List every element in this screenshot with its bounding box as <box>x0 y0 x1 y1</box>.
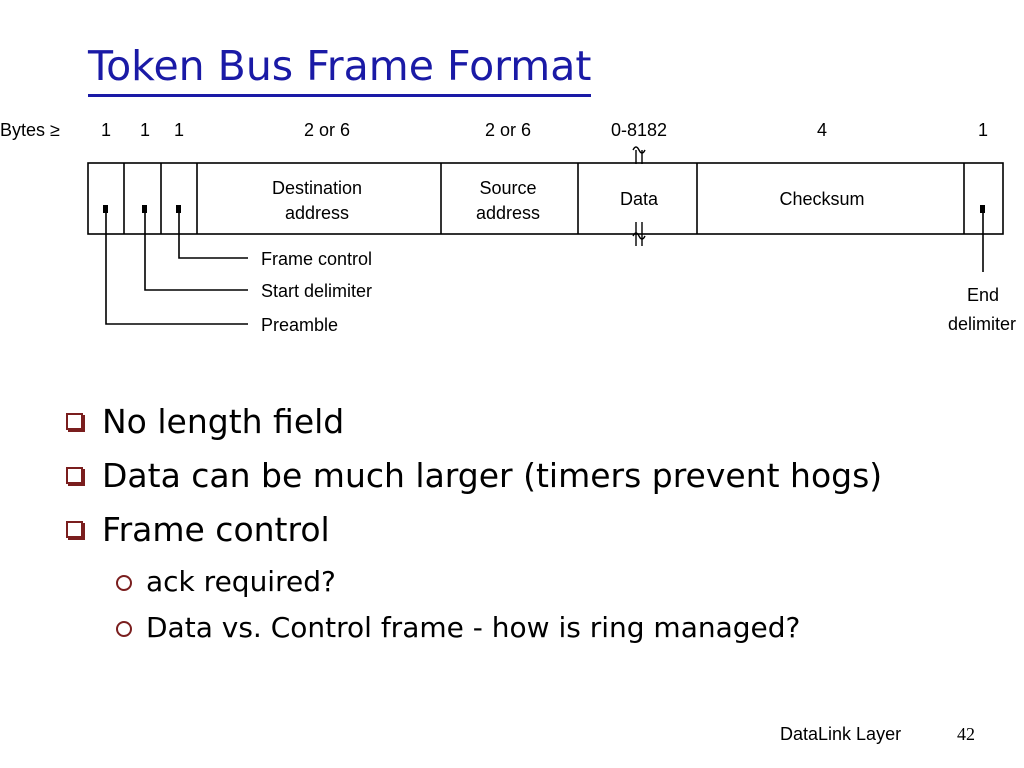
bytes-label: Bytes ≥ <box>0 120 60 140</box>
callout-frame-control: Frame control <box>261 249 372 269</box>
bullet-item: Frame control <box>62 508 962 552</box>
circle-bullet-icon <box>116 575 132 591</box>
frame-control-callout-line <box>178 213 248 259</box>
byte-count-preamble: 1 <box>101 120 111 140</box>
byte-count-end-delimiter: 1 <box>978 120 988 140</box>
preamble-marker <box>103 205 108 213</box>
frame-format-svg: Bytes ≥ 1 1 1 2 or 6 2 or 6 0-8182 4 1 D… <box>0 120 1016 335</box>
square-bullet-icon <box>66 521 83 538</box>
page-number: 42 <box>957 724 975 744</box>
bullet-item: No length field <box>62 400 962 444</box>
bullet-text: No length field <box>102 402 345 441</box>
sub-bullet-text: ack required? <box>146 565 336 598</box>
break-mark-bottom <box>632 232 646 240</box>
field-source-line1: Source <box>479 178 536 198</box>
byte-count-frame-control: 1 <box>174 120 184 140</box>
field-data: Data <box>620 189 659 209</box>
byte-count-source: 2 or 6 <box>485 120 531 140</box>
break-mark-top-lines <box>635 150 643 164</box>
slide-title: Token Bus Frame Format <box>88 38 592 97</box>
start-delimiter-marker <box>142 205 147 213</box>
byte-count-checksum: 4 <box>817 120 827 140</box>
break-mark-bottom-lines <box>635 222 643 246</box>
callout-preamble: Preamble <box>261 315 338 335</box>
byte-count-destination: 2 or 6 <box>304 120 350 140</box>
callout-end-delimiter-line2: delimiter <box>948 314 1016 334</box>
end-delimiter-marker <box>980 205 985 213</box>
sub-bullet-item: Data vs. Control frame - how is ring man… <box>62 608 962 648</box>
bullet-text: Data can be much larger (timers prevent … <box>102 456 883 495</box>
bullet-text: Frame control <box>102 510 330 549</box>
callout-end-delimiter-line1: End <box>967 285 999 305</box>
footer-label: DataLink Layer <box>780 724 902 744</box>
frame-outline <box>87 162 1004 235</box>
callout-start-delimiter: Start delimiter <box>261 281 372 301</box>
break-mark-top <box>632 146 646 154</box>
field-destination-line1: Destination <box>272 178 362 198</box>
byte-count-start-delimiter: 1 <box>140 120 150 140</box>
sub-bullet-text: Data vs. Control frame - how is ring man… <box>146 611 801 644</box>
sub-bullet-item: ack required? <box>62 562 962 602</box>
frame-format-diagram: Bytes ≥ 1 1 1 2 or 6 2 or 6 0-8182 4 1 D… <box>0 110 1024 344</box>
field-checksum: Checksum <box>779 189 864 209</box>
preamble-callout-line <box>105 213 248 325</box>
frame-control-marker <box>176 205 181 213</box>
circle-bullet-icon <box>116 621 132 637</box>
square-bullet-icon <box>66 467 83 484</box>
square-bullet-icon <box>66 413 83 430</box>
bullet-item: Data can be much larger (timers prevent … <box>62 454 962 498</box>
start-delimiter-callout-line <box>144 213 248 291</box>
bullet-list: No length field Data can be much larger … <box>62 400 962 654</box>
byte-count-data: 0-8182 <box>611 120 667 140</box>
field-source-line2: address <box>476 203 540 223</box>
field-destination-line2: address <box>285 203 349 223</box>
